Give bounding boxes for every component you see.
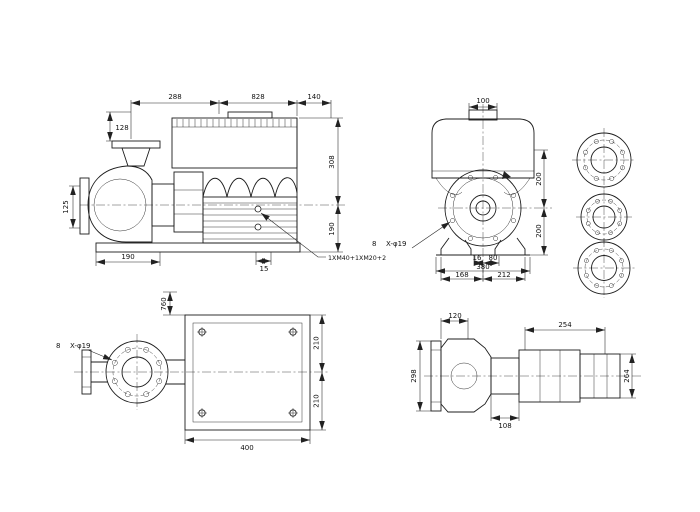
dim-heights-end: 200 200 bbox=[530, 149, 548, 256]
dim-end-height: 264 bbox=[620, 353, 636, 399]
dim-foot-width: 190 bbox=[95, 252, 161, 266]
holes-spec: X-φ19 bbox=[386, 240, 407, 248]
leader-line bbox=[87, 349, 113, 361]
dim-frame-width: 210 210 bbox=[310, 314, 326, 431]
motor-body bbox=[171, 111, 298, 244]
holes-spec: X-φ19 bbox=[70, 342, 91, 350]
base-frame bbox=[184, 314, 311, 431]
volute-front bbox=[444, 169, 522, 247]
end-block bbox=[579, 353, 621, 399]
flange-view-1 bbox=[572, 128, 636, 192]
bolt-holes-note-end: 8 X-φ19 bbox=[372, 221, 451, 249]
dim-flange-height-left: 298 bbox=[410, 340, 431, 412]
bearing-bracket bbox=[151, 171, 204, 233]
drain-plug-lower bbox=[254, 223, 262, 231]
suction-flange bbox=[79, 177, 90, 235]
dim-flange-offset: 120 bbox=[440, 312, 469, 339]
dim-308: 308 bbox=[328, 155, 336, 168]
pump-flange-plan bbox=[105, 340, 169, 404]
suction-pipe-plan bbox=[81, 349, 108, 395]
dim-168: 168 bbox=[455, 271, 468, 279]
volute-casing bbox=[87, 165, 153, 243]
frame-bolt-holes bbox=[197, 327, 298, 418]
dim-288: 288 bbox=[168, 93, 181, 101]
dim-housing-length: 254 bbox=[524, 321, 606, 354]
dim-heights-right: 308 190 bbox=[299, 117, 343, 253]
dim-200-lower: 200 bbox=[535, 224, 543, 237]
dim-15: 15 bbox=[260, 265, 269, 273]
terminal-box bbox=[227, 111, 273, 119]
bolt-holes bbox=[111, 346, 163, 398]
pump-frame-connection bbox=[166, 359, 185, 385]
dim-200-upper: 200 bbox=[535, 172, 543, 185]
cable-entry-text: 1XM40+1XM20+2 bbox=[328, 255, 386, 262]
bolt-holes bbox=[583, 139, 625, 181]
dim-suction-flange: 125 bbox=[62, 185, 80, 229]
dim-254: 254 bbox=[558, 321, 572, 329]
dim-chain-top: 288 828 140 bbox=[130, 93, 332, 139]
volute-inner-line bbox=[93, 178, 147, 232]
dim-264: 264 bbox=[623, 369, 631, 383]
dim-frame-length: 400 bbox=[184, 430, 311, 452]
dim-828: 828 bbox=[251, 93, 264, 101]
dim-210-upper: 210 bbox=[313, 336, 321, 349]
flange-view-3 bbox=[573, 238, 635, 298]
holes-count: 8 bbox=[372, 240, 376, 248]
dim-base-detail: 15 bbox=[255, 252, 272, 273]
pump-feet-front bbox=[436, 237, 530, 256]
dim-100: 100 bbox=[476, 97, 489, 105]
dim-140: 140 bbox=[307, 93, 320, 101]
discharge-flange bbox=[111, 140, 161, 149]
dim-16: 16 bbox=[473, 254, 482, 262]
dim-108: 108 bbox=[498, 422, 511, 430]
bolt-holes bbox=[584, 248, 624, 288]
dim-128: 128 bbox=[115, 124, 128, 132]
dim-120: 120 bbox=[448, 312, 461, 320]
dim-190-right: 190 bbox=[328, 222, 336, 235]
holes-count: 8 bbox=[56, 342, 60, 350]
leader-line bbox=[260, 212, 326, 258]
dim-190-bottom: 190 bbox=[121, 253, 134, 261]
suction-end-flange bbox=[81, 349, 92, 395]
rotation-arrow-icon bbox=[502, 171, 511, 179]
cable-entry-note: 1XM40+1XM20+2 bbox=[260, 212, 386, 262]
dim-400: 400 bbox=[240, 444, 253, 452]
motor-front bbox=[431, 118, 535, 179]
end-view: 100 200 200 16 80 380 168 212 8 X bbox=[372, 97, 552, 282]
motor-fin-lines bbox=[203, 202, 297, 240]
plan-view: 400 210 210 760 8 X-φ19 bbox=[56, 291, 330, 452]
bare-pump-view: 120 254 298 108 264 bbox=[410, 312, 642, 430]
bolt-holes bbox=[586, 199, 622, 235]
base-plate bbox=[95, 242, 301, 253]
dim-125: 125 bbox=[62, 200, 70, 213]
volute-bolt-holes bbox=[450, 175, 516, 241]
dim-210-lower: 210 bbox=[313, 394, 321, 407]
dim-380: 380 bbox=[476, 263, 489, 271]
bolt-holes-note-plan: 8 X-φ19 bbox=[56, 342, 113, 361]
dim-212: 212 bbox=[497, 271, 510, 279]
dim-flange-height: 128 bbox=[106, 111, 131, 142]
dim-298: 298 bbox=[410, 369, 418, 382]
dim-left-vertical: 760 bbox=[160, 291, 186, 316]
side-elevation-view: 288 828 140 128 125 308 190 190 bbox=[62, 93, 386, 273]
dim-80: 80 bbox=[489, 254, 498, 262]
terminal-box-front bbox=[468, 109, 498, 121]
drain-plug-upper bbox=[254, 205, 262, 213]
dim-neck-width: 108 bbox=[490, 394, 520, 430]
leader-line bbox=[411, 221, 451, 249]
dim-terminal-box: 100 bbox=[468, 97, 498, 110]
motor-hatching bbox=[176, 119, 292, 127]
dim-feet-bottom: 16 80 380 168 212 bbox=[435, 254, 531, 282]
motor-to-volute-transition bbox=[435, 177, 531, 195]
dim-760: 760 bbox=[160, 297, 168, 310]
